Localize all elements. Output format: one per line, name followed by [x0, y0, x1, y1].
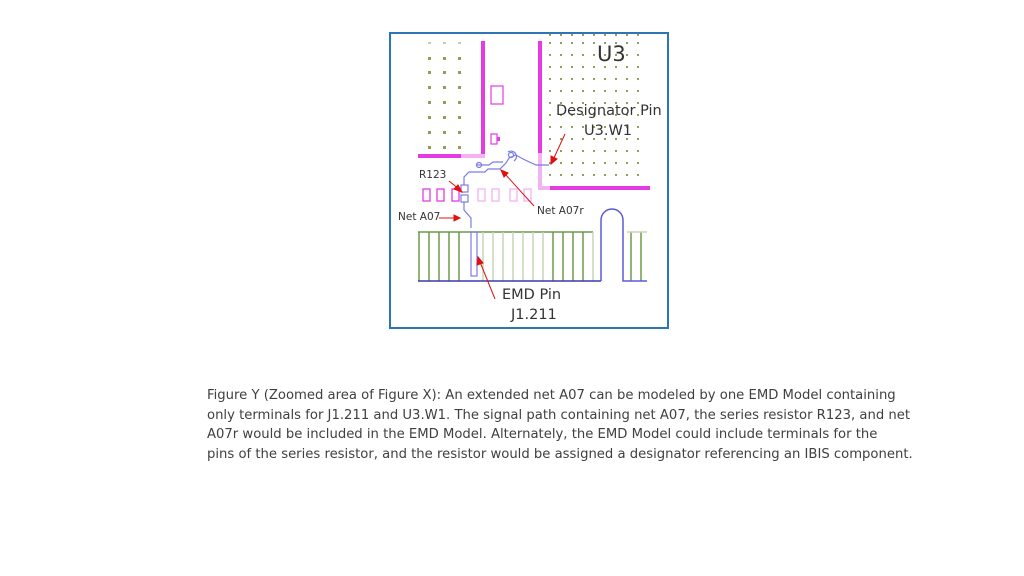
net-a07-label: Net A07 — [398, 211, 441, 223]
emd-pin-title: EMD Pin — [502, 287, 562, 303]
signal-trace — [463, 150, 549, 228]
caption-line: pins of the series resistor, and the res… — [207, 446, 913, 462]
j1-211-pin — [470, 231, 478, 277]
caption-line: A07r would be included in the EMD Model.… — [207, 427, 878, 442]
net-a07r-label: Net A07r — [537, 205, 584, 217]
pcb-zoom-figure: U3 Designator Pin U3.W1 R123 Net A07 Net… — [389, 32, 669, 329]
caption-line: only terminals for J1.211 and U3.W1. The… — [207, 407, 911, 423]
connector-j1-pins — [418, 208, 647, 282]
figure-caption: Figure Y (Zoomed area of Figure X): An e… — [207, 386, 927, 464]
caption-line: Figure Y (Zoomed area of Figure X): An e… — [207, 388, 896, 403]
r123-pad-1 — [460, 184, 469, 193]
left-plane-edge — [481, 41, 485, 157]
designator-pin-id: U3.W1 — [584, 123, 633, 139]
r123-pad-2 — [460, 194, 469, 203]
r123-label: R123 — [419, 169, 447, 181]
u3-pin-grid — [549, 34, 639, 176]
u3-plane-edge — [538, 41, 542, 153]
u3-label: U3 — [597, 42, 626, 66]
pcb-layout-drawing — [418, 34, 650, 300]
component-pad — [490, 85, 504, 105]
smd-pad-row — [422, 188, 532, 202]
left-via-grid — [428, 42, 461, 149]
emd-pin-id: J1.211 — [511, 307, 557, 323]
annotation-arrows — [439, 133, 566, 300]
designator-pin-title: Designator Pin — [556, 103, 662, 119]
